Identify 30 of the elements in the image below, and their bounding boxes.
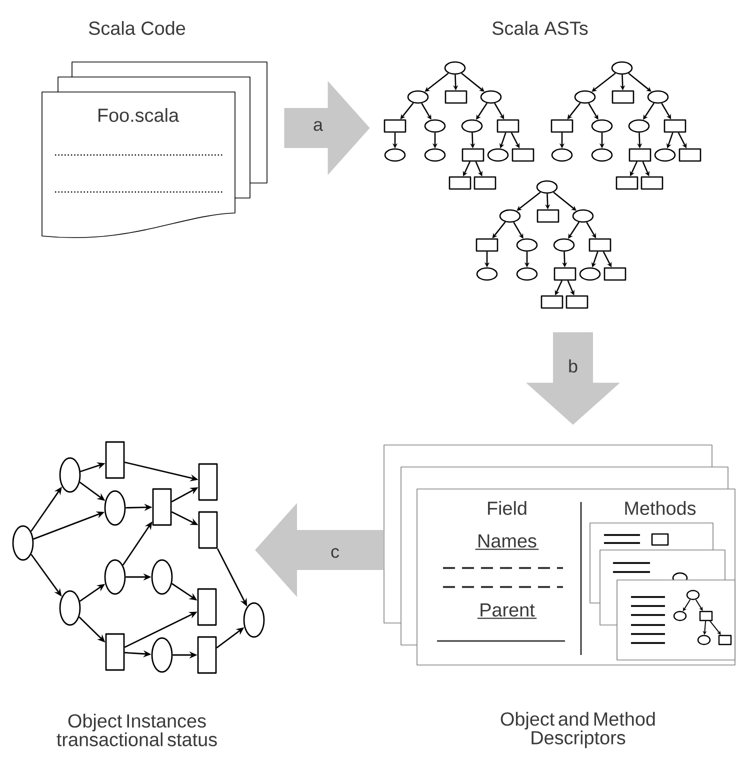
object-ellipse	[151, 637, 173, 673]
object-box	[197, 636, 217, 674]
parent-label: Parent	[477, 603, 537, 619]
object-box	[105, 633, 125, 671]
field-heading: Field	[488, 501, 526, 515]
edge-label: c	[330, 547, 340, 559]
object-ellipse	[104, 559, 126, 595]
field-names-label: Names	[475, 534, 539, 550]
object-box	[197, 588, 217, 626]
object-ellipse	[151, 559, 173, 595]
panel-heading: Scala Code	[88, 21, 186, 35]
panel-caption: Object Instances transactional status	[56, 714, 217, 746]
methods-heading: Methods	[625, 501, 696, 515]
object-box	[105, 441, 125, 479]
object-ellipse	[59, 457, 81, 493]
object-ellipse	[12, 525, 34, 561]
object-ellipse	[59, 590, 81, 626]
panel-caption: Object and Method Descriptors	[500, 712, 655, 748]
object-box	[152, 488, 172, 526]
file-name: Foo.scala	[98, 108, 180, 122]
object-box	[198, 511, 218, 549]
object-box	[198, 463, 218, 501]
block-arrow	[255, 503, 384, 597]
object-ellipse	[243, 602, 265, 638]
panel-heading: Scala ASTs	[492, 21, 588, 35]
block-arrow	[526, 332, 620, 425]
block-arrow	[284, 81, 370, 175]
object-ellipse	[104, 490, 126, 526]
edge-label: b	[567, 358, 579, 374]
edge-label: a	[312, 120, 324, 132]
